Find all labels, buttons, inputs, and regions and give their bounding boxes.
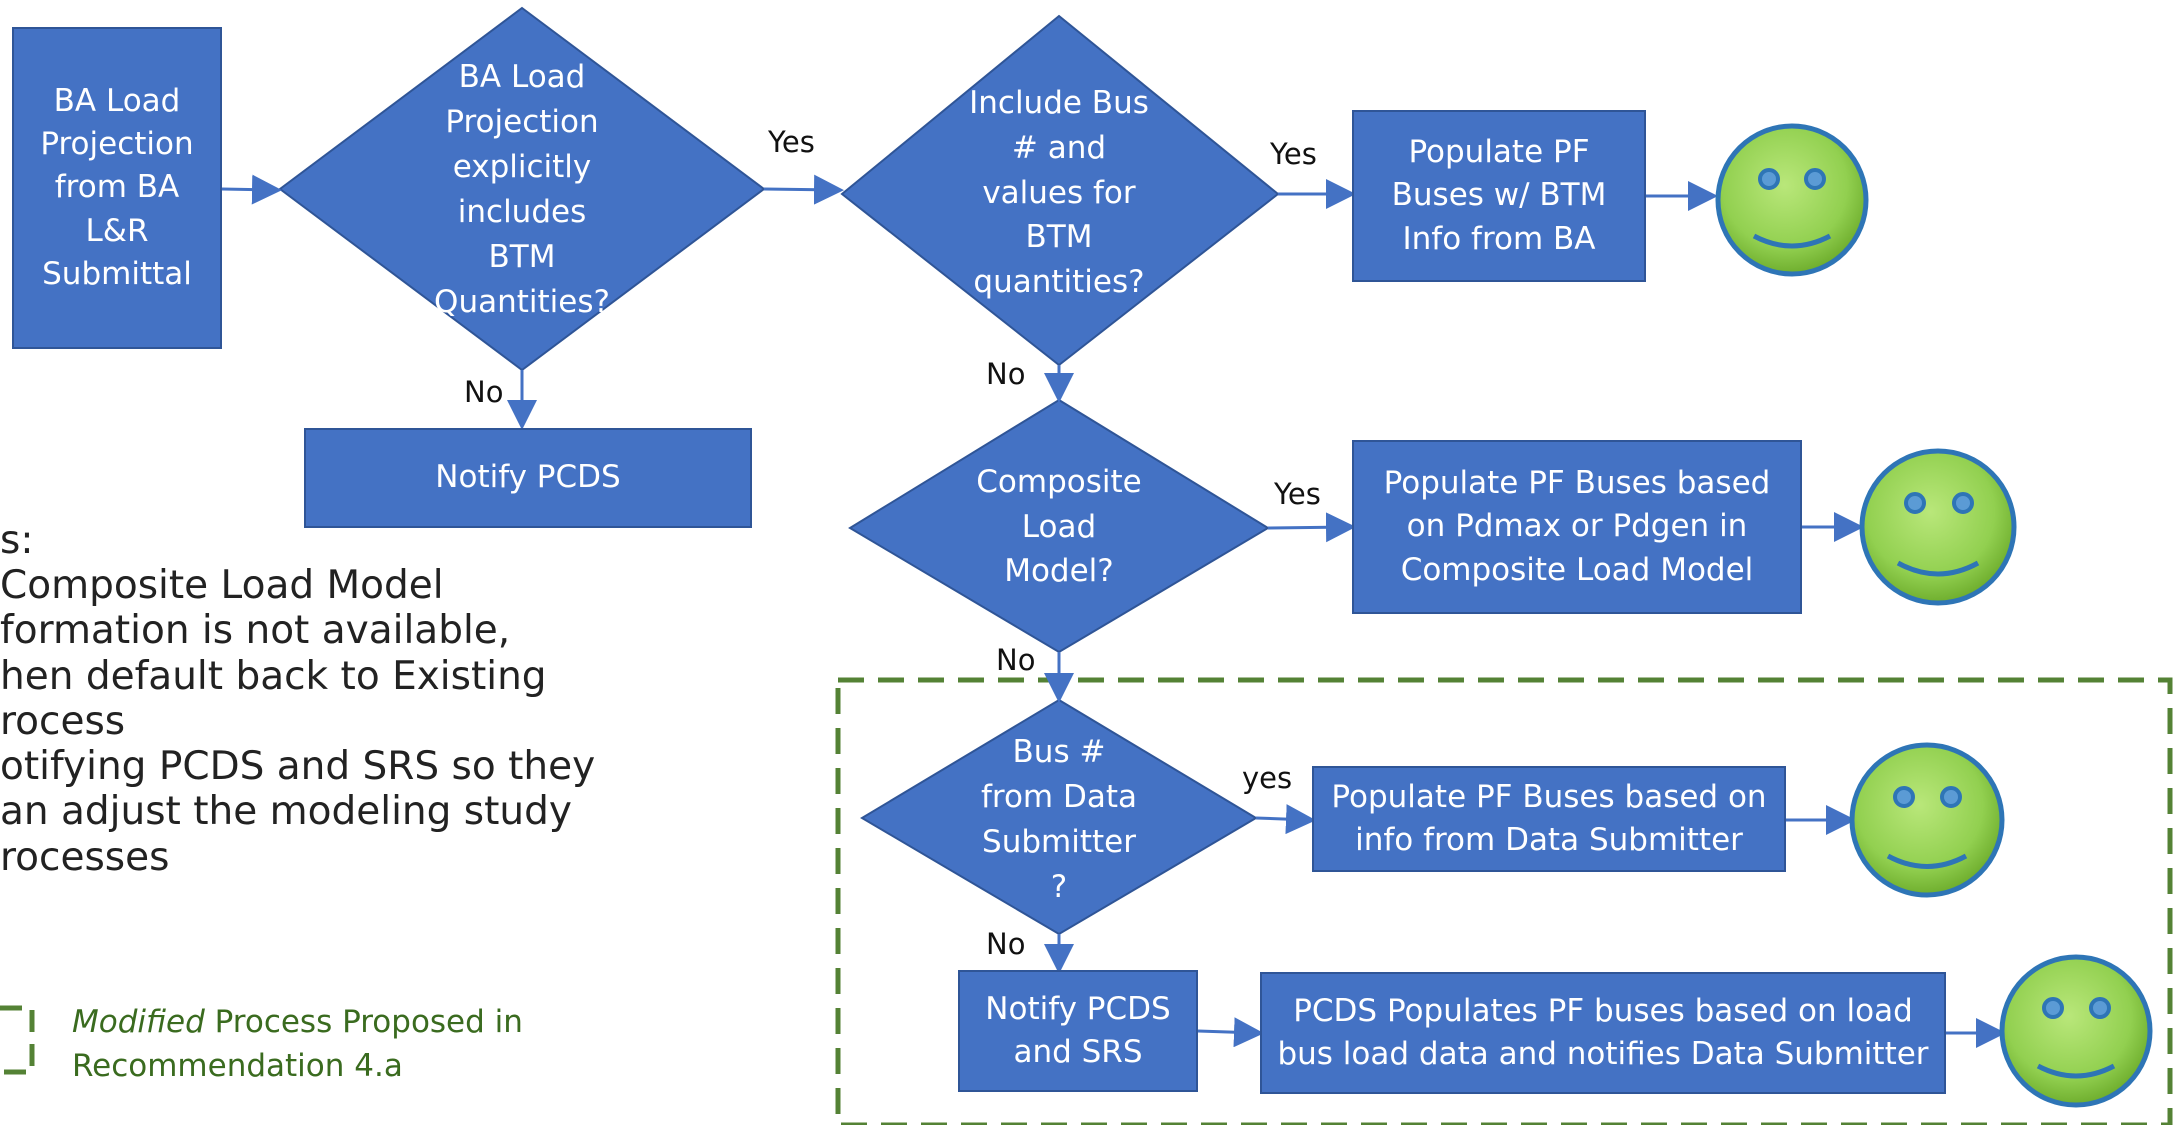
connector-composite-yes — [1267, 512, 1356, 543]
legend-emphasis: Modified — [72, 1004, 205, 1040]
side-notes: s: Composite Load Model formation is not… — [0, 518, 596, 880]
edge-label-no: No — [996, 643, 1036, 677]
populate-submitter-box: Populate PF Buses based on info from Dat… — [1312, 766, 1786, 872]
edge-label-yes: Yes — [1270, 137, 1317, 171]
pcds-populates-box: PCDS Populates PF buses based on load bu… — [1260, 972, 1946, 1094]
notify-pcds-box: Notify PCDS — [304, 428, 752, 528]
legend-text: Modified Process Proposed in Recommendati… — [72, 1000, 592, 1089]
modified-process-region — [835, 677, 2173, 1125]
connector-btm-yes — [763, 174, 844, 205]
smiley-icon — [1715, 123, 1869, 277]
legend-dashed-swatch — [0, 1005, 35, 1075]
include-bus-label: Include Bus # and values for BTM quantit… — [969, 84, 1149, 301]
edge-label-yes: yes — [1242, 761, 1293, 795]
btm-explicit-label: BA Load Projection explicitly includes B… — [434, 59, 610, 320]
ba-projection-box: BA Load Projection from BA L&R Submittal — [12, 27, 222, 349]
populate-composite-box: Populate PF Buses based on Pdmax or Pdge… — [1352, 440, 1802, 614]
edge-label-no: No — [986, 357, 1026, 391]
populate-btm-box: Populate PF Buses w/ BTM Info from BA — [1352, 110, 1646, 282]
connector-projection-to-btm — [221, 174, 282, 205]
connector-submitter-yes — [1255, 804, 1316, 835]
edge-label-yes: Yes — [768, 125, 815, 159]
edge-label-no: No — [986, 927, 1026, 961]
smiley-icon — [1849, 742, 2005, 898]
connector-notify-to-pcds — [1197, 1017, 1264, 1048]
edge-label-no: No — [464, 375, 504, 409]
notify-pcds-srs-box: Notify PCDS and SRS — [958, 970, 1198, 1092]
legend-line2: Recommendation 4.a — [72, 1048, 403, 1085]
edge-label-yes: Yes — [1274, 477, 1321, 511]
legend-rest: Process Proposed in — [204, 1004, 523, 1040]
smiley-icon — [1859, 448, 2017, 606]
composite-model-label: Composite Load Model? — [976, 463, 1142, 590]
smiley-icon — [1999, 954, 2153, 1108]
bus-from-submitter-label: Bus # from Data Submitter ? — [980, 734, 1137, 905]
